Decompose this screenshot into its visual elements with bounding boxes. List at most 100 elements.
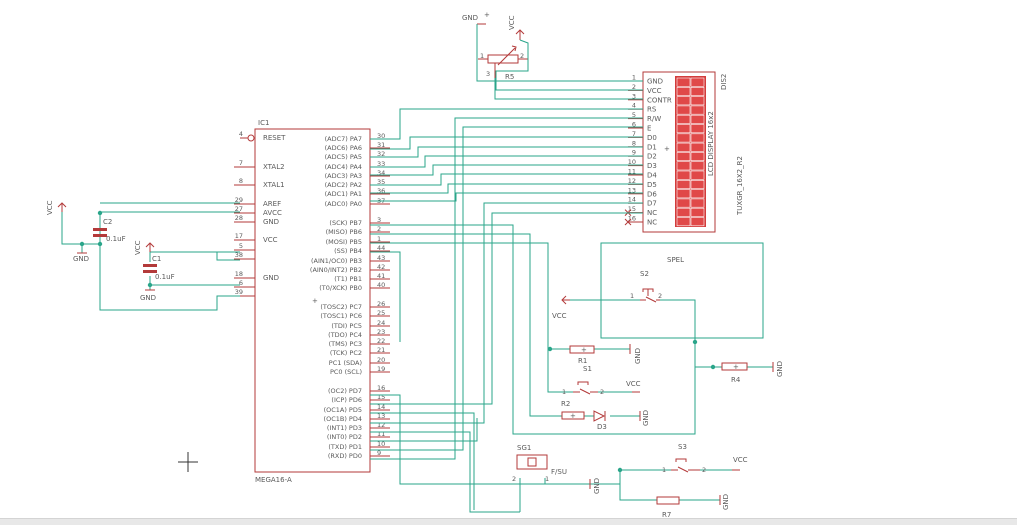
lcd-cell (676, 96, 691, 106)
lcd-cell (690, 180, 705, 189)
mcu-pin-number: 23 (377, 328, 385, 336)
mcu-pin-number: 30 (377, 132, 385, 140)
capacitor-c2[interactable]: C2 0.1uF (93, 218, 126, 243)
mcu-pin-label: VCC (263, 236, 278, 244)
switch-s2[interactable]: S2 1 2 (630, 270, 662, 303)
lcd-cell (690, 96, 705, 106)
wires (61, 24, 773, 513)
mcu-pin-number: 42 (377, 263, 385, 271)
mcu-left-pin[interactable]: 6 (234, 279, 255, 288)
mcu-right-pin[interactable]: PC0 (SCL)19 (330, 365, 390, 376)
mcu-left-pin[interactable]: 39 (234, 288, 255, 297)
mcu-pin-number: 33 (377, 160, 385, 168)
resistor-r2[interactable]: R2 + (561, 400, 585, 420)
lcd-cell (690, 142, 705, 152)
lcd-cell (676, 198, 691, 208)
horizontal-scrollbar[interactable] (0, 518, 1017, 525)
mcu-pin-label: (TDO) PC4 (328, 331, 362, 339)
mcu-pin-number: 27 (235, 205, 243, 213)
lcd-cell (690, 133, 705, 143)
lcd-pin-number: 8 (632, 139, 636, 147)
lcd-cell (690, 161, 705, 171)
lcd-origin-mark: + (664, 145, 670, 153)
switch-s1[interactable]: S1 1 2 (562, 365, 604, 396)
mcu-right-pin[interactable]: (TDO) PC4 23 (328, 328, 390, 339)
mcu-right-pin[interactable]: PC1 (SDA)20 (329, 356, 390, 367)
svg-text:VCC: VCC (552, 312, 567, 320)
resistor-r7[interactable]: R7 (656, 496, 680, 519)
lcd-pin-number: 13 (628, 186, 636, 194)
lcd-pin-label: D2 (647, 153, 657, 161)
mcu-pin-label: AREF (263, 200, 281, 208)
lcd-pin-label: GND (647, 78, 663, 86)
svg-text:2: 2 (512, 475, 516, 483)
capacitor-c1[interactable]: C1 0.1uF (143, 255, 175, 281)
lcd-cell (676, 124, 691, 134)
lcd-cell (676, 207, 691, 217)
gnd-symbol-d3: GND (639, 410, 650, 426)
resistor-r1[interactable]: R1 + (569, 345, 595, 365)
pot-r5[interactable]: 1 2 3 R5 (478, 45, 528, 81)
mcu-left-pin[interactable]: 5 (234, 242, 255, 251)
lcd-pin-label: D4 (647, 172, 657, 180)
diode-d3[interactable]: D3 (593, 410, 607, 431)
buzzer-sg1[interactable]: SG1 F/SU 2 1 (512, 444, 567, 483)
lcd-pin-number: 12 (628, 177, 636, 185)
lcd-cell (690, 114, 705, 124)
svg-text:GND: GND (140, 294, 156, 302)
mcu-pin-number: 17 (235, 232, 243, 240)
resistor-r4[interactable]: R4 + (721, 362, 748, 384)
mcu-pin-label: (TOSC2) PC7 (320, 303, 362, 311)
lcd-pin-label: NC (647, 209, 657, 217)
lcd-cell-grid (676, 77, 705, 227)
mcu-left-pin[interactable]: 38 (234, 251, 255, 260)
lcd-cell (690, 87, 705, 96)
svg-text:C1: C1 (152, 255, 161, 263)
mcu-pin-label: (T1) PB1 (334, 275, 362, 283)
r5-pin2: 2 (520, 52, 524, 60)
switch-s3[interactable]: S3 1 2 (662, 443, 706, 474)
